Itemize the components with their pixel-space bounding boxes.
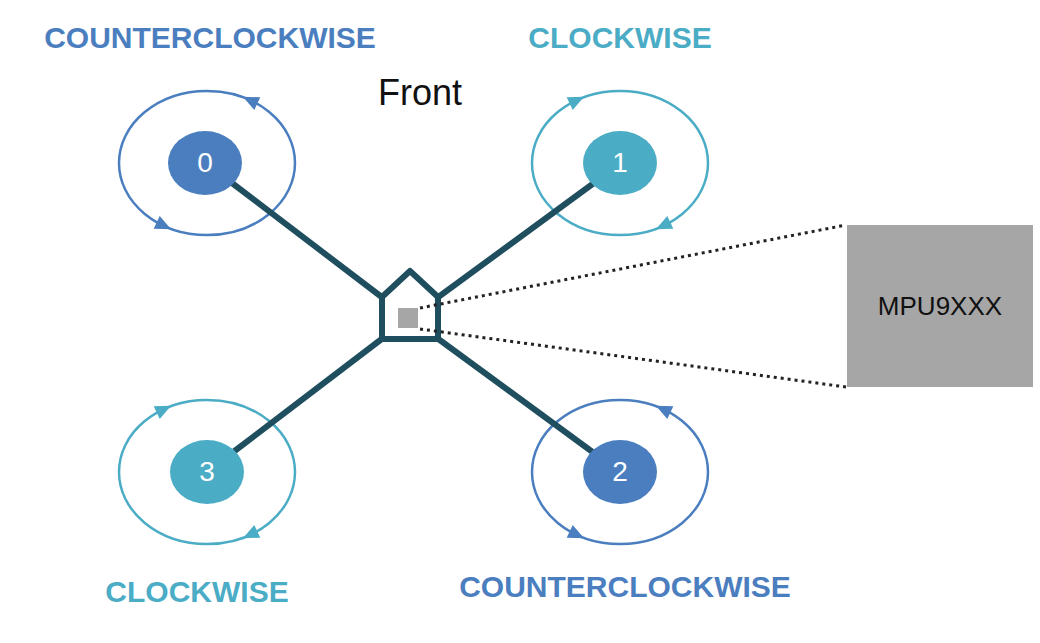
frame-arm bbox=[437, 180, 598, 298]
imu-box: MPU9XXX bbox=[847, 225, 1033, 387]
motor-number: 1 bbox=[612, 147, 628, 179]
rotation-arrowhead bbox=[243, 525, 260, 538]
rotation-arrowhead bbox=[656, 406, 673, 419]
motor-number: 0 bbox=[197, 147, 213, 179]
motor-circle: 1 bbox=[583, 131, 657, 195]
rotation-arrowhead bbox=[154, 406, 171, 419]
zoom-line bbox=[420, 329, 846, 387]
rotation-arrowhead bbox=[243, 97, 260, 110]
zoom-line bbox=[420, 225, 846, 308]
imu-chip bbox=[398, 308, 418, 328]
rotation-arrowhead bbox=[656, 216, 673, 229]
rotation-arrowhead bbox=[154, 216, 171, 229]
chip-name: MPU9XXX bbox=[878, 291, 1002, 322]
motor-circle: 3 bbox=[170, 440, 244, 504]
rotation-label: CLOCKWISE bbox=[105, 575, 288, 609]
motor-circle: 2 bbox=[583, 440, 657, 504]
frame-arm bbox=[437, 338, 598, 456]
rotation-ring bbox=[532, 400, 708, 544]
motor-circle: 0 bbox=[168, 131, 242, 195]
frame-arm bbox=[228, 180, 383, 298]
frame-arm bbox=[228, 338, 383, 456]
motor-number: 2 bbox=[612, 456, 628, 488]
front-label: Front bbox=[378, 72, 462, 114]
rotation-arrowhead bbox=[567, 97, 584, 110]
rotation-label: COUNTERCLOCKWISE bbox=[44, 21, 376, 55]
rotation-label: CLOCKWISE bbox=[528, 21, 711, 55]
rotation-arrowhead bbox=[567, 525, 584, 538]
rotation-label: COUNTERCLOCKWISE bbox=[459, 570, 791, 604]
rotation-ring bbox=[532, 91, 708, 235]
motor-number: 3 bbox=[199, 456, 215, 488]
